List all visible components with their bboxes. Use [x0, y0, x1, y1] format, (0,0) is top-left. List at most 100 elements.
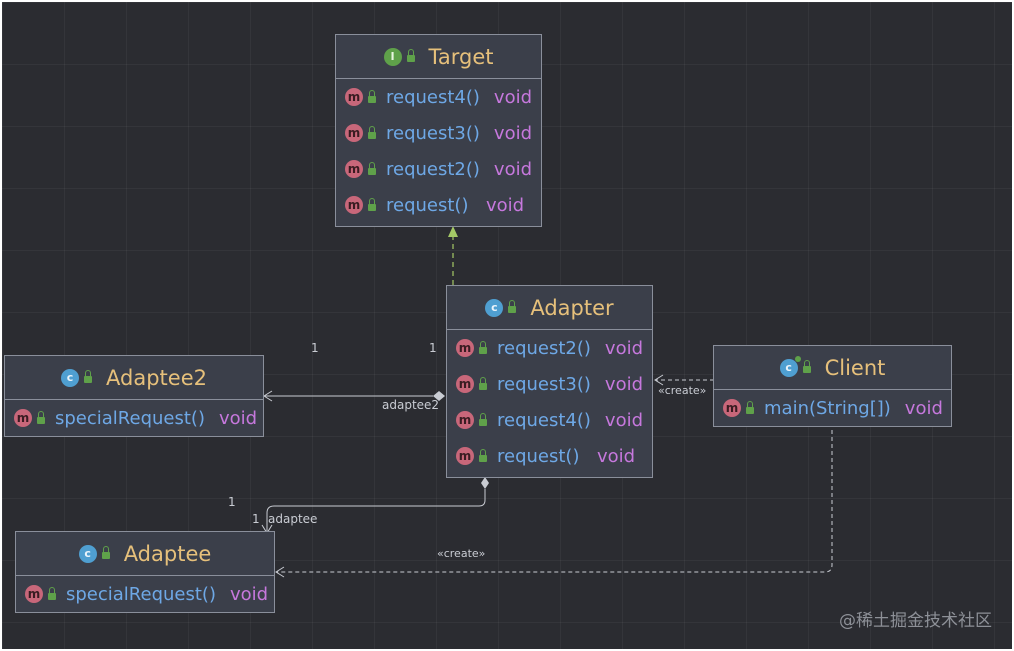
method-icon: m [345, 160, 363, 178]
target-header: I Target [336, 35, 541, 79]
adaptee2-title: Adaptee2 [106, 365, 207, 390]
interface-icon: I [383, 47, 402, 66]
return-type: void [493, 158, 533, 180]
adaptee-title: Adaptee [123, 541, 212, 566]
target-member[interactable]: m request3() void [336, 115, 541, 151]
public-lock-icon [508, 300, 517, 313]
method-name: request() [386, 194, 469, 216]
public-lock-icon [746, 400, 754, 414]
return-type: void [218, 407, 258, 429]
client-node[interactable]: c Client m main(String[]) void [713, 345, 952, 427]
class-icon: c [61, 368, 80, 387]
method-name: request() [497, 445, 580, 467]
adaptee2-node[interactable]: c Adaptee2 m specialRequest() void [4, 355, 264, 437]
multiplicity-label: 1 [311, 341, 319, 355]
method-icon: m [456, 411, 474, 429]
public-lock-icon [802, 360, 811, 373]
method-icon: m [25, 585, 43, 603]
adapter-member[interactable]: m request2() void [447, 330, 652, 366]
client-member[interactable]: m main(String[]) void [714, 390, 951, 426]
public-lock-icon [406, 49, 415, 62]
adaptee-association-line [266, 489, 486, 532]
public-lock-icon [479, 412, 487, 426]
role-label: adaptee [268, 512, 318, 526]
target-member[interactable]: m request4() void [336, 79, 541, 115]
method-icon: m [14, 409, 32, 427]
adaptee2-header: c Adaptee2 [5, 356, 263, 400]
method-name: specialRequest() [55, 407, 205, 429]
adapter-title: Adapter [530, 295, 614, 320]
public-lock-icon [479, 376, 487, 390]
return-type: void [904, 397, 943, 419]
target-member[interactable]: m request() void [336, 187, 541, 223]
run-marker-icon [794, 355, 801, 362]
return-type: void [229, 583, 269, 605]
adaptee-diamond [481, 477, 489, 489]
class-icon: c [485, 298, 504, 317]
method-icon: m [456, 339, 474, 357]
implements-arrowhead [448, 226, 458, 237]
method-name: request3() [497, 373, 591, 395]
watermark-text: @稀土掘金技术社区 [839, 611, 992, 631]
adaptee-member[interactable]: m specialRequest() void [16, 576, 274, 612]
adaptee2-diamond [433, 391, 445, 401]
adapter-member[interactable]: m request4() void [447, 402, 652, 438]
target-member[interactable]: m request2() void [336, 151, 541, 187]
method-icon: m [723, 399, 741, 417]
create-adaptee-line [276, 430, 833, 573]
return-type: void [604, 409, 644, 431]
public-lock-icon [368, 197, 376, 211]
return-type: void [604, 337, 644, 359]
target-title: Target [428, 44, 494, 69]
method-icon: m [345, 124, 363, 142]
adaptee2-member[interactable]: m specialRequest() void [5, 400, 263, 436]
method-name: specialRequest() [66, 583, 216, 605]
public-lock-icon [368, 89, 376, 103]
method-name: request2() [497, 337, 591, 359]
stereotype-label: «create» [437, 547, 486, 560]
multiplicity-label: 1 [429, 341, 437, 355]
return-type: void [493, 86, 533, 108]
method-icon: m [456, 447, 474, 465]
create-adaptee-arrowhead [275, 566, 285, 578]
return-type: void [486, 194, 525, 216]
method-icon: m [345, 196, 363, 214]
method-name: request2() [386, 158, 480, 180]
method-name: request4() [497, 409, 591, 431]
adapter-member[interactable]: m request3() void [447, 366, 652, 402]
class-icon: c [78, 544, 97, 563]
method-name: request3() [386, 122, 480, 144]
stereotype-label: «create» [658, 384, 707, 397]
return-type: void [604, 373, 644, 395]
public-lock-icon [479, 340, 487, 354]
adaptee-node[interactable]: c Adaptee m specialRequest() void [15, 531, 275, 613]
create-adapter-arrowhead [654, 374, 664, 386]
adapter-node[interactable]: c Adapter m request2() void m request3()… [446, 285, 653, 478]
return-type: void [597, 445, 636, 467]
public-lock-icon [48, 586, 56, 600]
public-lock-icon [37, 410, 45, 424]
runnable-class-icon: c [779, 355, 801, 377]
public-lock-icon [84, 370, 93, 383]
method-name: request4() [386, 86, 480, 108]
method-name: main(String[]) [764, 397, 891, 419]
adapter-header: c Adapter [447, 286, 652, 330]
public-lock-icon [368, 161, 376, 175]
return-type: void [493, 122, 533, 144]
adaptee-header: c Adaptee [16, 532, 274, 576]
method-icon: m [345, 88, 363, 106]
public-lock-icon [479, 448, 487, 462]
method-icon: m [456, 375, 474, 393]
client-header: c Client [714, 346, 951, 390]
adapter-member[interactable]: m request() void [447, 438, 652, 474]
target-node[interactable]: I Target m request4() void m request3() … [335, 34, 542, 227]
multiplicity-label: 1 [228, 495, 236, 509]
public-lock-icon [368, 125, 376, 139]
public-lock-icon [101, 546, 110, 559]
adaptee2-arrowhead [263, 390, 273, 402]
client-title: Client [824, 355, 886, 380]
multiplicity-label: 1 [252, 512, 260, 526]
role-label: adaptee2 [382, 398, 440, 412]
